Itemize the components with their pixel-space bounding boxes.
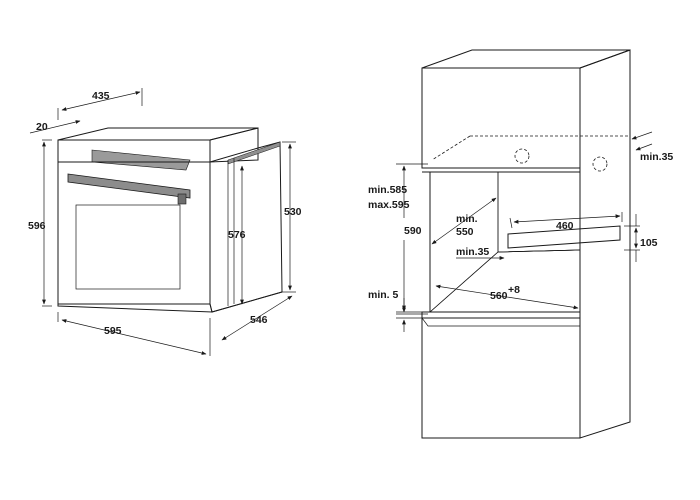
dim-min35-top: min.35 — [640, 151, 673, 163]
oven-drawing: 435 20 596 576 530 595 546 — [28, 88, 302, 356]
dim-max595: max.595 — [368, 199, 410, 211]
cabinet-upper-box — [421, 67, 581, 169]
dim-560-tol: +8 — [508, 284, 520, 296]
dim-435: 435 — [92, 90, 110, 102]
oven-window — [75, 204, 181, 290]
oven-body-side — [209, 141, 283, 313]
dim-105: 105 — [640, 237, 658, 249]
dim-min5: min. 5 — [368, 289, 399, 301]
vent-hole-right — [592, 156, 608, 172]
dim-590: 590 — [404, 225, 422, 237]
vent-hole-left — [514, 148, 530, 164]
dim-560: 560 — [490, 290, 508, 302]
dim-550: 550 — [456, 226, 474, 238]
dim-595: 595 — [104, 325, 122, 337]
dim-596: 596 — [28, 220, 46, 232]
dim-460: 460 — [556, 220, 574, 232]
dim-min-label: min. — [456, 213, 478, 225]
dim-min585: min.585 — [368, 184, 407, 196]
dim-min35-vent: min.35 — [456, 246, 489, 258]
cabinet-drawing: min.35 min.585 max.595 590 min. 550 460 … — [368, 49, 673, 439]
dim-576: 576 — [228, 229, 246, 241]
oven-display — [91, 149, 191, 171]
cabinet-base — [421, 311, 581, 439]
oven-handle — [67, 173, 191, 199]
dim-530: 530 — [284, 206, 302, 218]
oven-top — [57, 127, 259, 141]
dim-20: 20 — [36, 121, 48, 133]
oven-front-side — [209, 127, 259, 163]
cabinet-side-panel — [579, 49, 631, 439]
dim-546: 546 — [250, 314, 268, 326]
